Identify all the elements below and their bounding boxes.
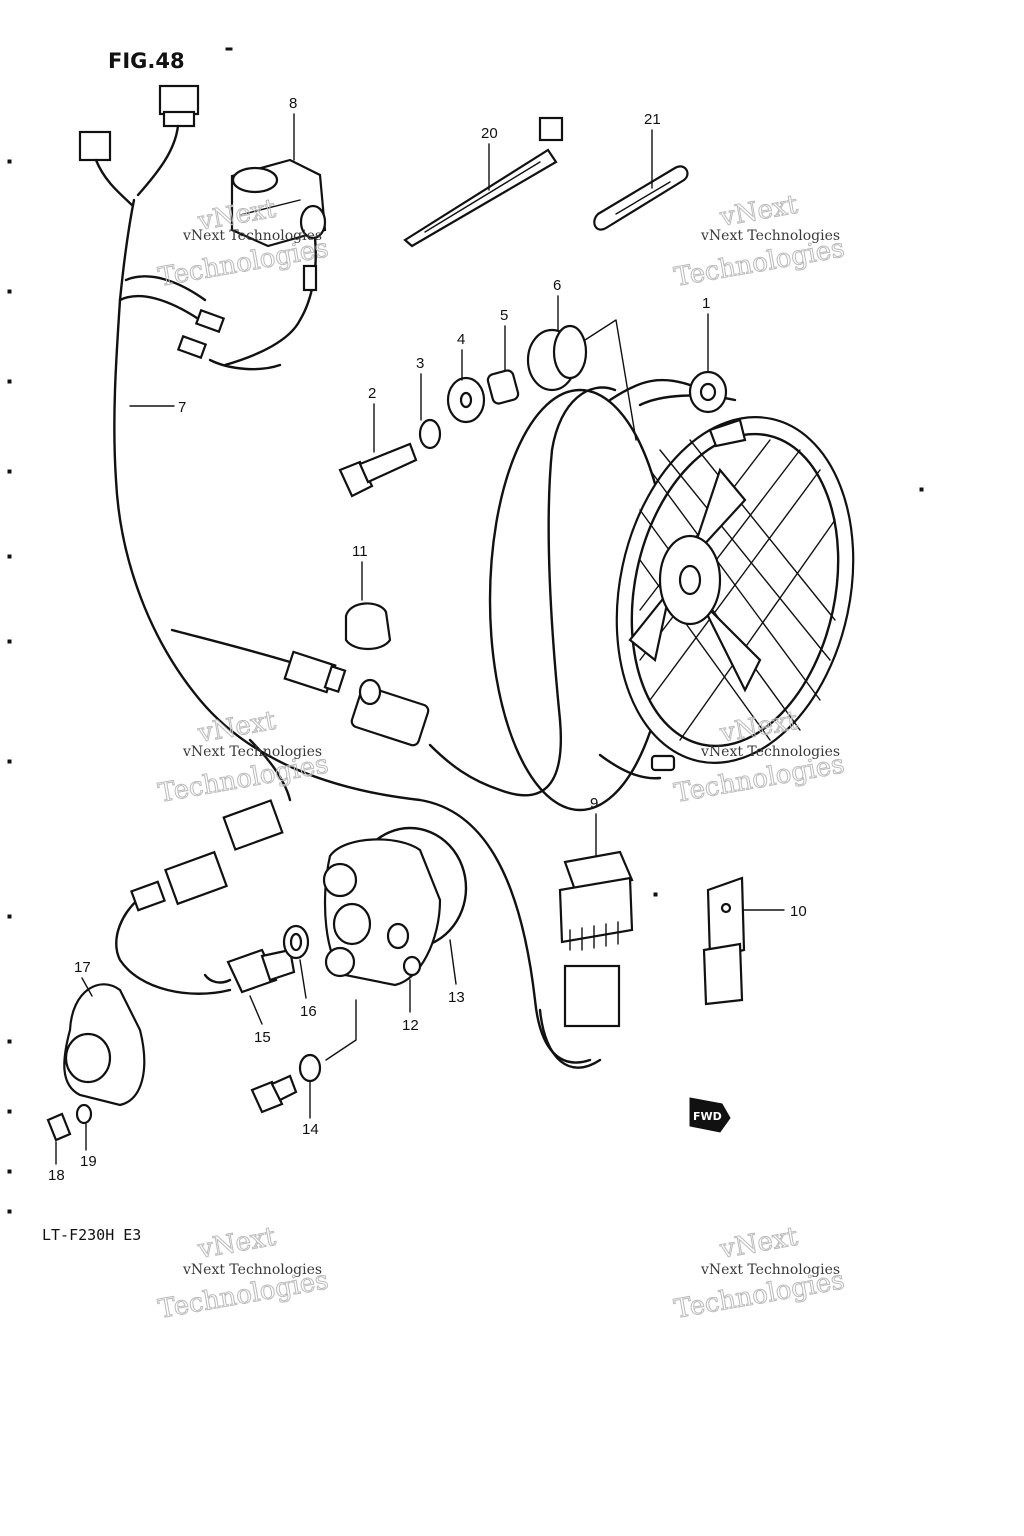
connector-cover: 17 — [63, 959, 146, 1107]
svg-text:vNext: vNext — [717, 1222, 800, 1265]
figure-title: FIG.48 — [108, 49, 185, 73]
callout-4: 4 — [457, 331, 465, 348]
watermark-bottom-left: vNext vNext Technologies Technologies — [156, 1221, 332, 1325]
scan-margin-marks — [7, 47, 924, 1214]
fan-mount-hardware: 2 3 4 5 6 — [338, 277, 637, 498]
callout-16: 16 — [300, 1003, 317, 1020]
svg-text:vNext Technologies: vNext Technologies — [182, 744, 322, 760]
callout-6: 6 — [553, 277, 561, 294]
watermark-top-right: vNext vNext Technologies Technologies — [672, 189, 848, 293]
callout-21: 21 — [644, 111, 661, 128]
temperature-gauge-sender: 15 — [203, 948, 296, 1046]
callout-1: 1 — [702, 295, 710, 312]
harness-connector-large-base — [162, 110, 196, 128]
harness-connector-small — [78, 130, 112, 162]
relay-bracket: 10 — [702, 876, 807, 1006]
svg-text:vNext Technologies: vNext Technologies — [700, 228, 840, 244]
wiring-harness: 7 — [78, 84, 621, 1069]
thermostat-housing: 12 13 — [322, 826, 468, 1034]
thermo-connector-plug — [222, 799, 284, 851]
callout-10: 10 — [790, 903, 807, 920]
cooling-fan: 1 — [350, 295, 855, 812]
callout-14: 14 — [302, 1121, 319, 1138]
callout-9: 9 — [590, 795, 598, 812]
cable-clamp: 21 — [593, 111, 689, 231]
callout-17: 17 — [74, 959, 91, 976]
svg-text:vNext: vNext — [195, 1222, 278, 1265]
thermo-connector-socket — [164, 850, 228, 906]
callout-18: 18 — [48, 1167, 65, 1184]
front-mark-label: FWD — [693, 1110, 722, 1123]
watermark-bottom-right: vNext vNext Technologies Technologies — [672, 1221, 848, 1325]
callout-20: 20 — [481, 125, 498, 142]
callout-2: 2 — [368, 385, 376, 402]
callout-12: 12 — [402, 1017, 419, 1034]
svg-text:vNext Technologies: vNext Technologies — [182, 228, 322, 244]
terminal-cap: 11 — [344, 543, 392, 651]
housing-bolt: 14 — [250, 999, 357, 1138]
sender-gasket: 16 — [282, 924, 317, 1020]
model-code: LT-F230H E3 — [42, 1226, 141, 1244]
watermark-mid-left: vNext vNext Technologies Technologies — [156, 705, 332, 809]
callout-3: 3 — [416, 355, 424, 372]
callout-19: 19 — [80, 1153, 97, 1170]
svg-text:vNext Technologies: vNext Technologies — [182, 1262, 322, 1278]
svg-text:vNext Technologies: vNext Technologies — [700, 744, 840, 760]
svg-text:vNext: vNext — [195, 706, 278, 749]
callout-8: 8 — [289, 95, 297, 112]
svg-text:vNext Technologies: vNext Technologies — [700, 1262, 840, 1278]
cable-tie: 20 — [403, 116, 564, 248]
callout-15: 15 — [254, 1029, 271, 1046]
thermo-switch: 8 — [223, 95, 327, 367]
callout-13: 13 — [448, 989, 465, 1006]
callout-5: 5 — [500, 307, 508, 324]
harness-connector-large — [158, 84, 200, 116]
front-direction-arrow: FWD — [689, 1097, 731, 1133]
callout-7: 7 — [178, 399, 186, 416]
callout-11: 11 — [352, 543, 368, 560]
cover-screw: 18 — [46, 1112, 72, 1184]
cover-washer: 19 — [75, 1103, 97, 1170]
relay-harness-connector — [563, 964, 621, 1028]
svg-text:vNext: vNext — [717, 190, 800, 233]
fan-relay: 9 — [558, 795, 634, 951]
